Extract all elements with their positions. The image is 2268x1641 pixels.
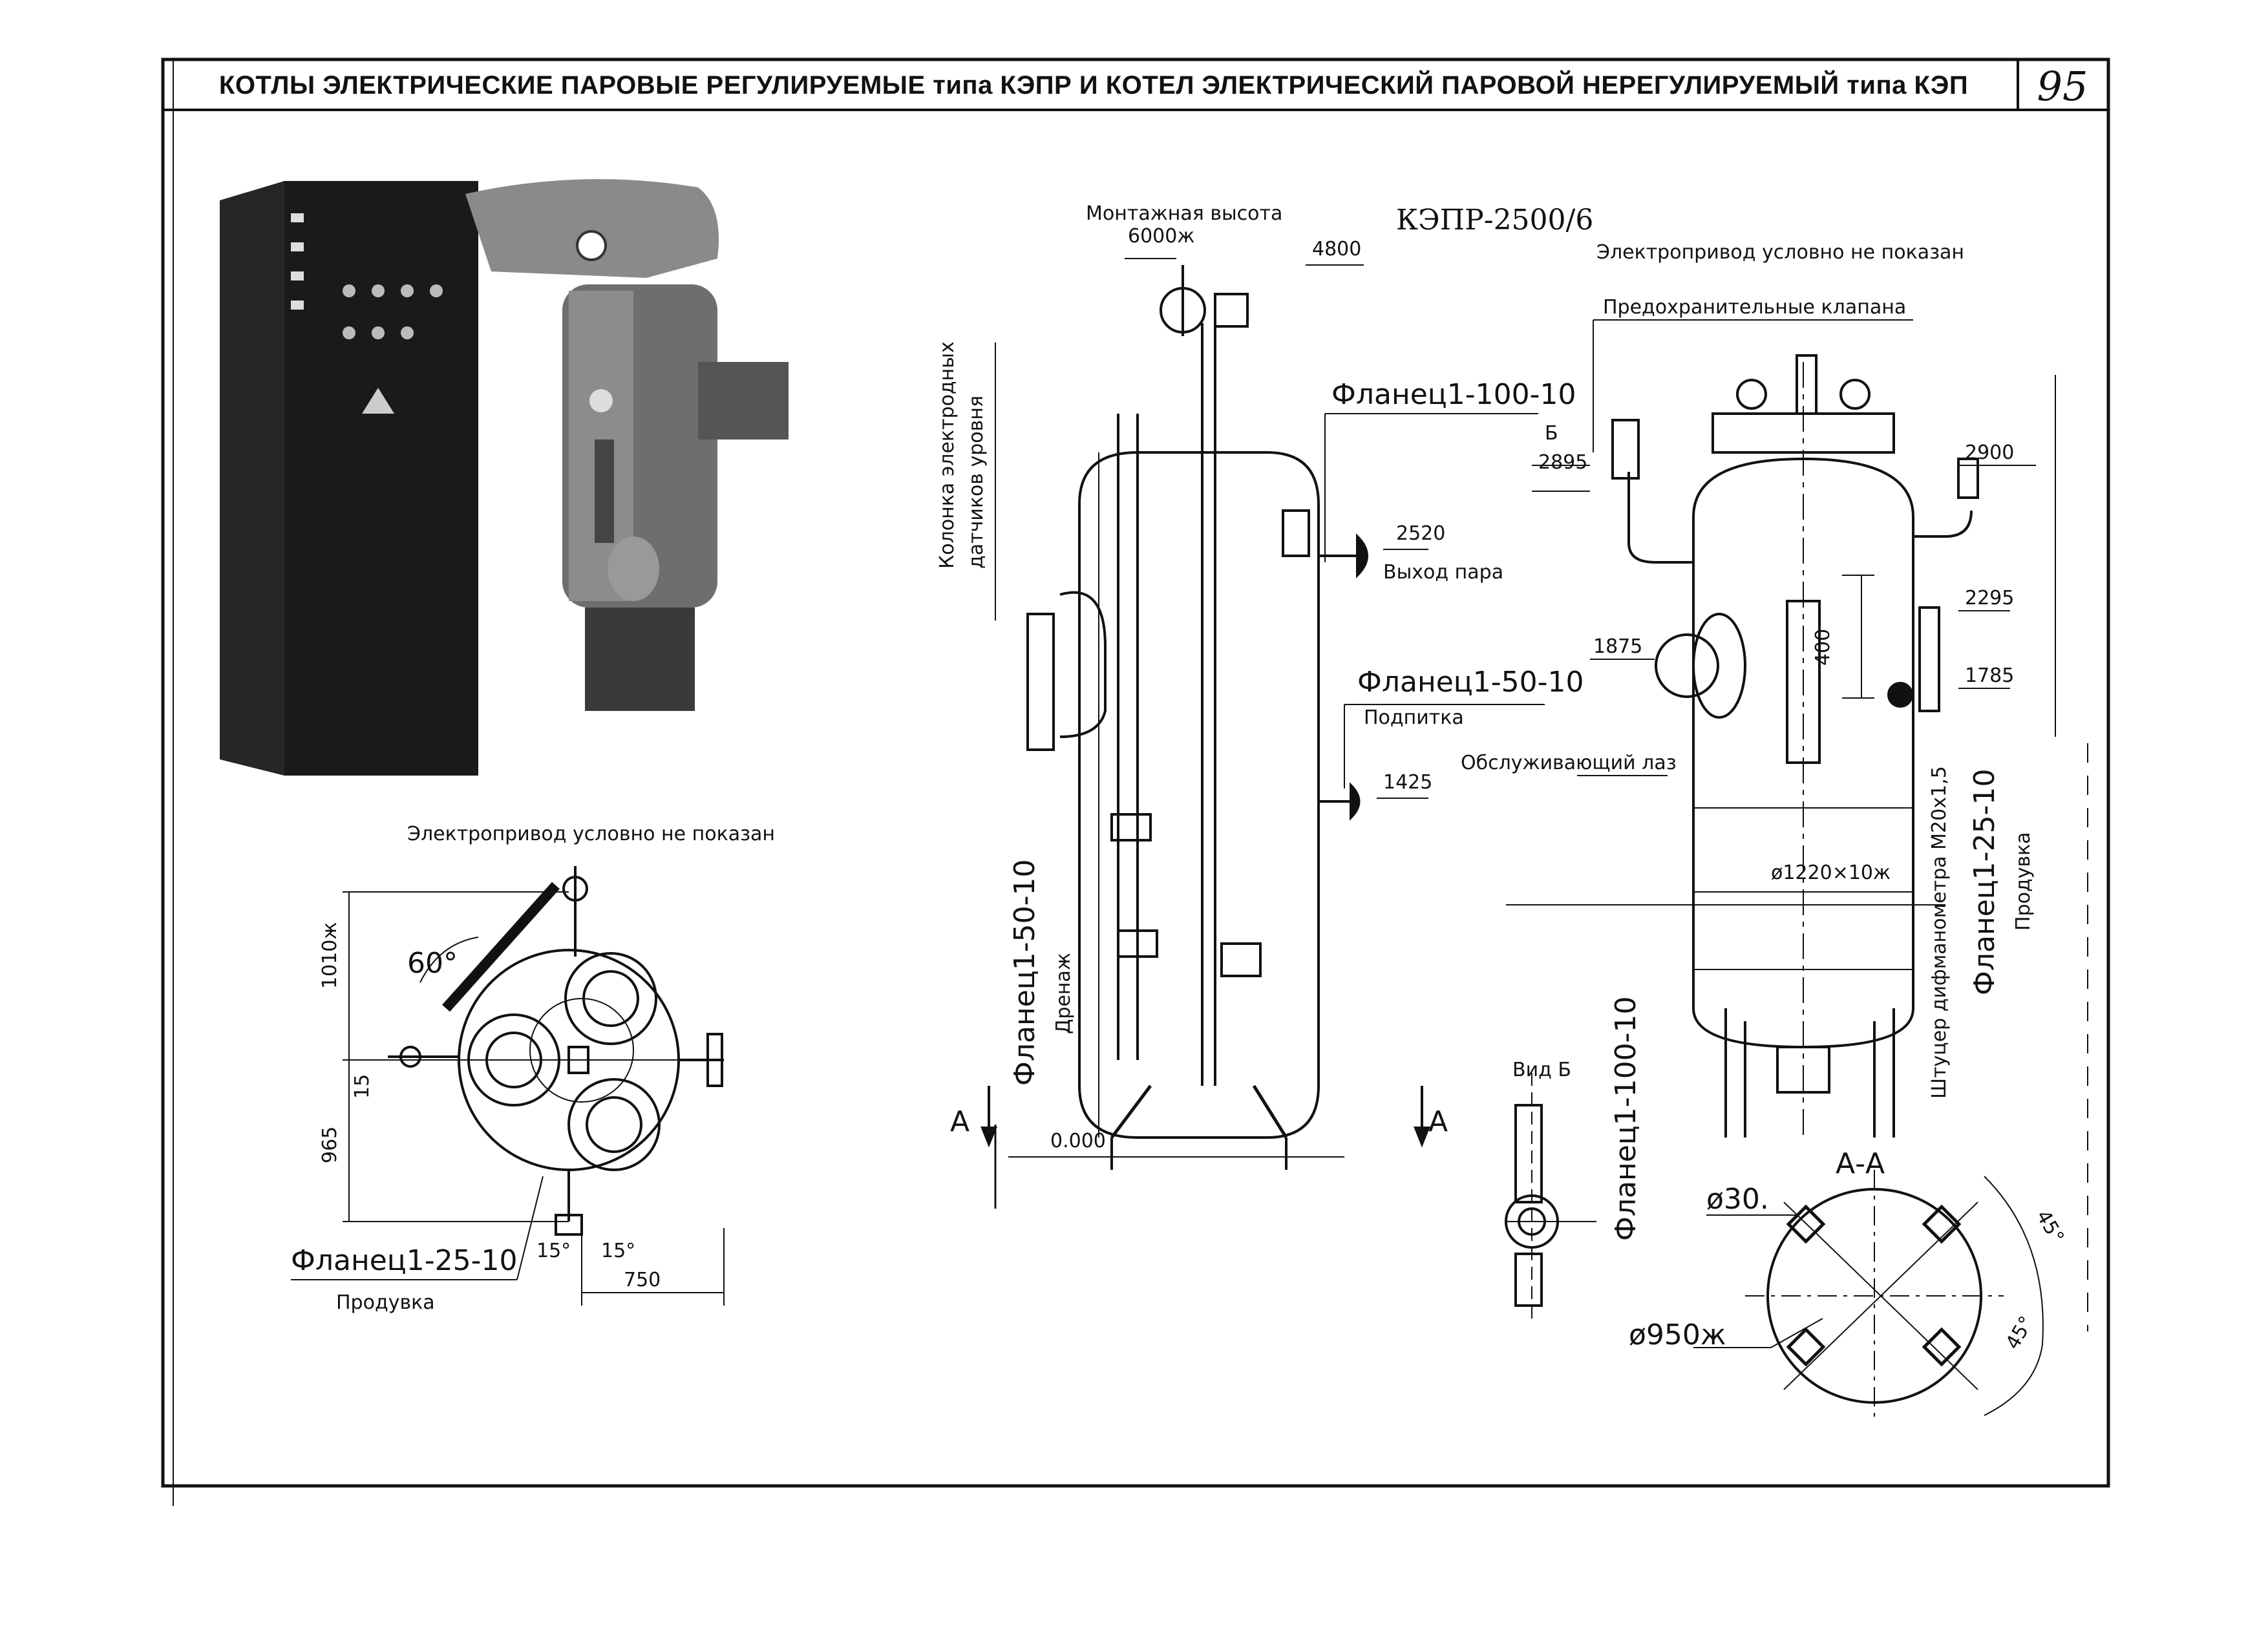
angle-15b: 15° <box>601 1240 635 1262</box>
view-b-title: Вид Б <box>1512 1059 1571 1081</box>
section-aa-title: А-А <box>1836 1147 1885 1180</box>
elev-zero: 0.000 <box>1050 1130 1106 1152</box>
dim-15: 15 <box>351 1074 374 1099</box>
elev-1425: 1425 <box>1383 771 1432 794</box>
feed-label: Подпитка <box>1364 706 1464 729</box>
section-mark-right: А <box>1428 1105 1448 1138</box>
view-b-flange: Фланец1-100-10 <box>1609 997 1642 1241</box>
drive-note-plan: Электропривод условно не показан <box>407 823 775 845</box>
angle-15a: 15° <box>536 1240 571 1262</box>
mount-height-value: 6000ж <box>1128 225 1194 248</box>
drain-label: Дренаж <box>1052 953 1075 1034</box>
vessel-diameter: ø1220×10ж <box>1771 862 1891 884</box>
column-label-1: Колонка электродных <box>936 341 959 569</box>
safety-valves-label: Предохранительные клапана <box>1603 296 1906 319</box>
side-view <box>994 258 1545 1209</box>
blowdown-plan: Продувка <box>336 1291 435 1314</box>
front-view <box>1506 319 2088 1331</box>
elev-1875: 1875 <box>1593 635 1642 658</box>
bolt-circle-diameter: ø950ж <box>1629 1318 1726 1351</box>
sheet-title: КОТЛЫ ЭЛЕКТРИЧЕСКИЕ ПАРОВЫЕ РЕГУЛИРУЕМЫЕ… <box>218 70 1969 100</box>
angle-45-bottom: 45° <box>2002 1312 2039 1353</box>
steam-outlet-label: Выход пара <box>1383 561 1503 584</box>
dim-965: 965 <box>319 1127 341 1163</box>
elev-1785: 1785 <box>1965 664 2014 687</box>
section-arrows <box>980 1086 1430 1148</box>
flange-drain-label: Фланец1-50-10 <box>1008 860 1041 1086</box>
flange-steam-label: Фланец1-100-10 <box>1331 378 1576 411</box>
sheet-frame <box>161 58 2110 1506</box>
plan-view <box>291 866 725 1306</box>
elev-2520: 2520 <box>1396 522 1445 545</box>
pressure-fitting-label: Штуцер дифманометра М20х1,5 <box>1928 766 1951 1099</box>
boiler-photo <box>220 179 789 776</box>
drive-note-top: Электропривод условно не показан <box>1596 241 1964 264</box>
view-b <box>1505 1073 1596 1325</box>
view-mark-b: Б <box>1545 422 1558 445</box>
elev-2295: 2295 <box>1965 587 2014 609</box>
elev-2895: 2895 <box>1538 451 1587 474</box>
dim-750: 750 <box>624 1269 661 1291</box>
flange-feed-label: Фланец1-50-10 <box>1357 666 1584 699</box>
dim-1010: 1010ж <box>319 922 341 989</box>
angle-45-top: 45° <box>2031 1207 2068 1248</box>
angle-60: 60° <box>407 947 458 980</box>
elev-2900: 2900 <box>1965 441 2014 464</box>
model-title: КЭПР-2500/6 <box>1396 204 1593 237</box>
flange-blowdown-plan: Фланец1-25-10 <box>291 1244 517 1277</box>
labels: КЭПР-2500/6 Электропривод условно не пок… <box>291 202 2068 1353</box>
dim-400: 400 <box>1812 629 1834 666</box>
elev-4800: 4800 <box>1312 238 1361 260</box>
mount-height-label: Монтажная высота <box>1086 202 1282 225</box>
section-a-a <box>1693 1170 2044 1422</box>
section-mark-left: А <box>950 1105 970 1138</box>
manhole-label: Обслуживающий лаз <box>1461 752 1677 774</box>
hole-diameter: ø30. <box>1706 1183 1769 1216</box>
column-label-2: датчиков уровня <box>965 396 988 569</box>
flange-blowdown-front: Фланец1-25-10 <box>1968 769 2001 995</box>
blowdown-front: Продувка <box>2012 832 2035 931</box>
page-number: 95 <box>2037 62 2088 110</box>
